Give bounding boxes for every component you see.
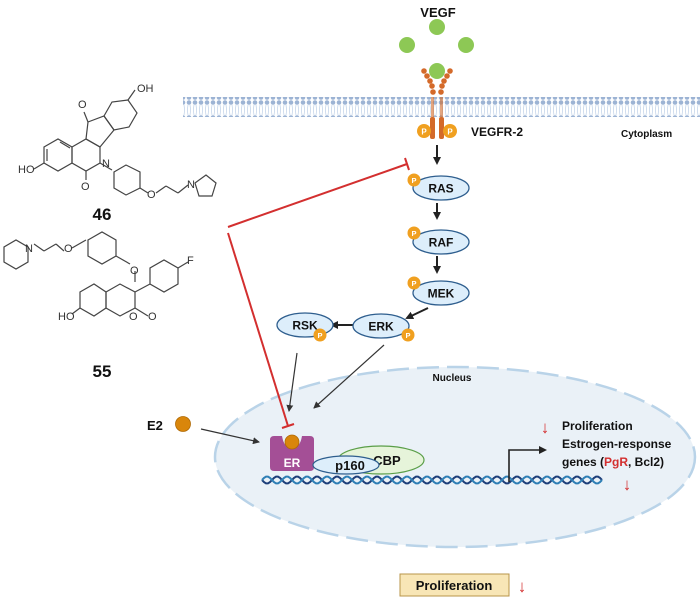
p160-protein xyxy=(312,455,380,475)
phospho-icon xyxy=(407,173,421,187)
svg-text:P: P xyxy=(447,128,453,137)
dna-helix xyxy=(261,475,603,485)
down-arrow-icon: ↓ xyxy=(623,475,632,494)
down-arrow-icon: ↓ xyxy=(541,418,550,437)
phospho-icon: P xyxy=(417,124,431,138)
vegf-bound xyxy=(429,63,445,79)
phospho-label: P xyxy=(317,331,322,340)
pgr-highlight: PgR xyxy=(604,455,628,469)
result-box xyxy=(399,573,510,597)
phospho-icon: P xyxy=(443,124,457,138)
compound-46-label: 46 xyxy=(93,205,112,224)
nucleus-label: Nucleus xyxy=(433,373,472,384)
e2-label: E2 xyxy=(147,418,163,433)
compound-46-atom: O xyxy=(147,189,156,201)
down-arrow-icon: ↓ xyxy=(518,577,527,596)
er-label: ER xyxy=(284,456,301,470)
protein-label: RAF xyxy=(429,236,454,250)
phospho-label: P xyxy=(405,331,410,340)
phospho-label: P xyxy=(411,229,416,238)
compound-55-atom: O xyxy=(129,311,138,323)
compound-55-structure: N O O F HO O O 55 xyxy=(3,231,194,381)
protein-ellipse xyxy=(412,229,470,255)
compound-55-atom: O xyxy=(148,311,157,323)
vegf-molecule xyxy=(429,19,445,35)
transcription-arrow xyxy=(508,446,547,482)
svg-text:P: P xyxy=(421,128,427,137)
outcome-genes: genes (PgR, Bcl2) xyxy=(562,455,664,469)
protein-ellipse xyxy=(412,280,470,306)
phospho-label: P xyxy=(411,176,416,185)
cbp-label: CBP xyxy=(373,453,401,468)
vegf-molecule xyxy=(458,37,474,53)
result-label: Proliferation xyxy=(416,578,493,593)
estrogen-receptor xyxy=(270,436,314,471)
compound-46-structure: O OH N HO O O N 46 xyxy=(18,83,217,224)
protein-label: RSK xyxy=(292,319,318,333)
compound-55-atom: O xyxy=(130,265,139,277)
phospho-label: P xyxy=(411,279,416,288)
outcome-proliferation: Proliferation xyxy=(562,419,633,433)
phospho-icon xyxy=(407,276,421,290)
protein-erk: ERK P xyxy=(352,313,415,342)
vegf-label: VEGF xyxy=(420,5,455,20)
compound-46-atom: O xyxy=(81,181,90,193)
protein-ellipse xyxy=(412,175,470,201)
protein-mek: MEK P xyxy=(407,276,470,306)
compound-55-atom: F xyxy=(187,255,194,267)
compound-55-label: 55 xyxy=(93,362,112,381)
protein-label: ERK xyxy=(368,320,394,334)
compound-55-atom: N xyxy=(25,243,33,255)
compound-55-atom: O xyxy=(64,243,73,255)
protein-ras: RAS P xyxy=(407,173,470,201)
compound-46-atom: OH xyxy=(137,83,154,95)
dna-strand xyxy=(261,475,603,485)
phospho-icon xyxy=(313,328,327,342)
inhibition-line xyxy=(227,163,408,228)
e2-molecule xyxy=(175,416,191,432)
compound-46-atom: N xyxy=(102,158,110,170)
compound-55-atom: HO xyxy=(58,311,75,323)
vegfr2-receptor xyxy=(421,63,453,139)
compound-46-atom: O xyxy=(78,99,87,111)
cytoplasm-label: Cytoplasm xyxy=(621,129,672,140)
protein-ellipse xyxy=(352,313,410,339)
compound-46-atom: HO xyxy=(18,164,35,176)
protein-label: RAS xyxy=(428,182,453,196)
p160-label: p160 xyxy=(335,458,365,473)
phospho-icon xyxy=(407,226,421,240)
protein-label: MEK xyxy=(428,287,455,301)
protein-raf: RAF P xyxy=(407,226,470,255)
compound-46-atom: N xyxy=(187,179,195,191)
e2-bound xyxy=(284,434,300,450)
vegfr2-label: VEGFR-2 xyxy=(471,125,523,139)
inhibition-line xyxy=(227,232,289,427)
vegf-molecule xyxy=(399,37,415,53)
outcome-estrogen-response: Estrogen-response xyxy=(562,437,672,451)
nucleus xyxy=(213,365,697,549)
phospho-icon xyxy=(401,328,415,342)
